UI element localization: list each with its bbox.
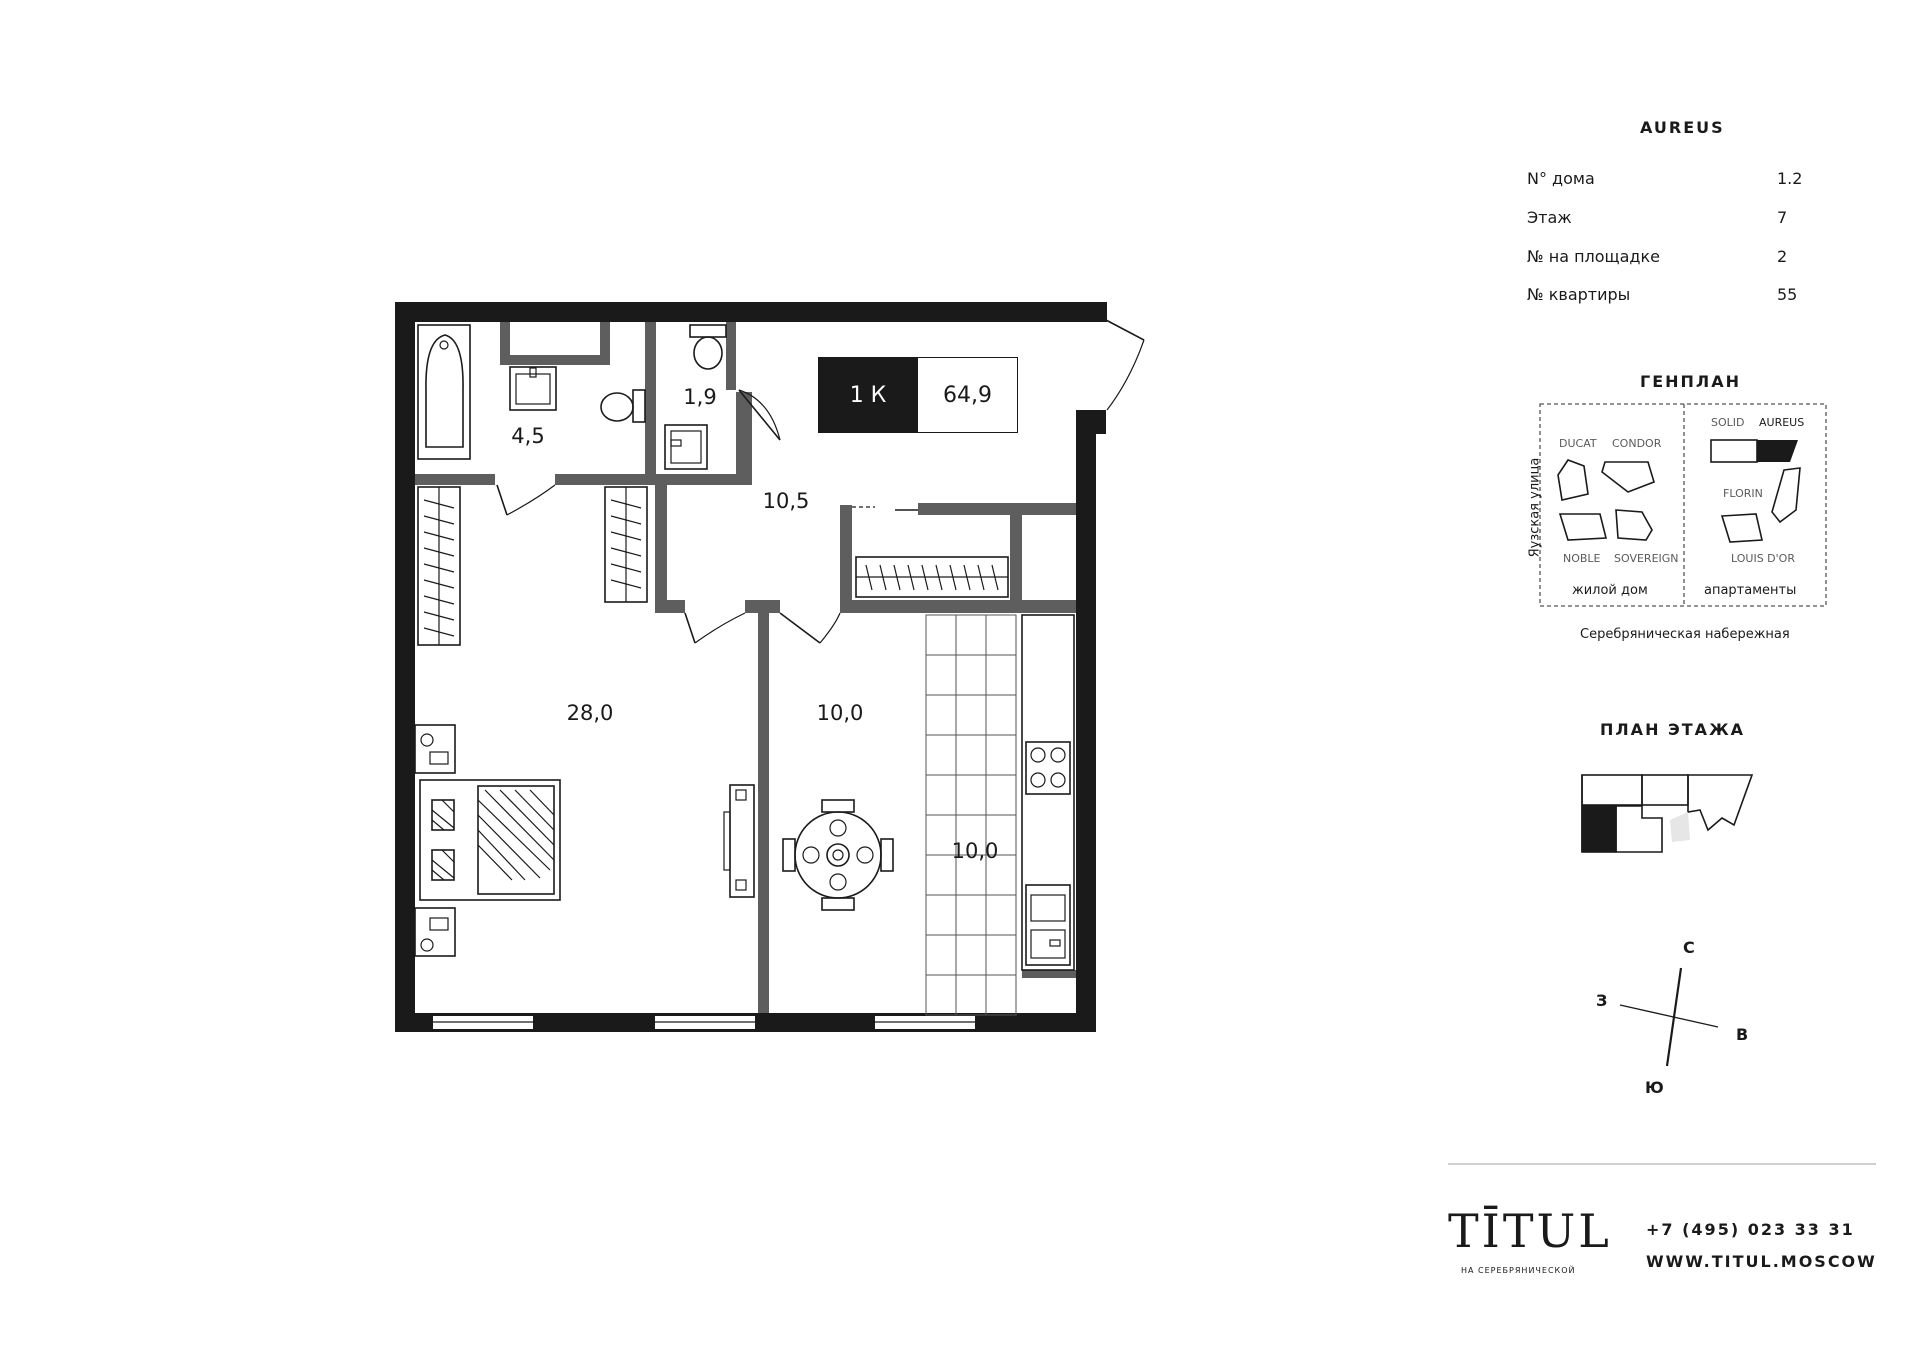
genplan-label-aureus: AUREUS xyxy=(1759,416,1805,429)
kitchen-tile xyxy=(925,774,957,816)
kitchen-tile xyxy=(925,694,957,736)
tv-stand xyxy=(723,784,755,898)
genplan-label-sovereign: SOVEREIGN xyxy=(1614,552,1679,565)
room-area-hall: 10,5 xyxy=(763,489,810,513)
genplan-condor-shape xyxy=(1601,461,1655,493)
kitchen-tile xyxy=(955,734,987,776)
info-label-floor: Этаж xyxy=(1527,208,1572,227)
dining-table xyxy=(782,799,894,911)
brand-logo: TĪTUL xyxy=(1448,1204,1612,1258)
room-area-kitchen: 10,0 xyxy=(952,839,999,863)
contact-phone: +7 (495) 023 33 31 xyxy=(1646,1220,1855,1239)
compass-east: В xyxy=(1736,1025,1749,1044)
apartment-area: 64,9 xyxy=(918,357,1018,433)
bathtub xyxy=(417,324,471,460)
kitchen-tile xyxy=(955,774,987,816)
kitchen-tile xyxy=(955,614,987,656)
wc-fixtures xyxy=(664,324,727,470)
genplan-embankment: Серебряническая набережная xyxy=(1580,627,1790,642)
info-value-floor: 7 xyxy=(1777,208,1788,227)
genplan-sovereign-shape xyxy=(1615,509,1653,541)
bed xyxy=(414,724,561,957)
kitchen-tile xyxy=(925,894,957,936)
kitchen-tile xyxy=(955,934,987,976)
floor-plan-title: ПЛАН ЭТАЖА xyxy=(1600,720,1746,739)
inner-walls xyxy=(415,322,1076,1013)
genplan-florin-shape xyxy=(1771,467,1801,524)
kitchen-tile xyxy=(985,894,1017,936)
room-area-dining: 10,0 xyxy=(817,701,864,725)
wardrobe-bedroom xyxy=(417,486,461,646)
apartment-badge: 1 К 64,9 xyxy=(818,357,1018,433)
info-value-apartment: 55 xyxy=(1777,285,1798,304)
wardrobe-closet xyxy=(855,556,1009,598)
room-area-wc: 1,9 xyxy=(683,385,716,409)
compass-north: С xyxy=(1683,938,1695,957)
interior-doors xyxy=(496,389,918,644)
wardrobe-hall xyxy=(604,486,648,603)
kitchen-tile xyxy=(955,654,987,696)
kitchen-tile xyxy=(985,654,1017,696)
genplan-label-solid: SOLID xyxy=(1711,416,1745,429)
info-label-landing: № на площадке xyxy=(1527,247,1660,266)
kitchen-tile xyxy=(925,614,957,656)
genplan-aureus-shape xyxy=(1757,440,1798,462)
bathroom-fixtures xyxy=(509,366,646,423)
entrance-door xyxy=(1105,319,1145,411)
genplan-caption-residential: жилой дом xyxy=(1572,583,1648,598)
kitchen-tile xyxy=(925,654,957,696)
genplan-label-condor: CONDOR xyxy=(1612,437,1662,450)
info-value-landing: 2 xyxy=(1777,247,1788,266)
compass xyxy=(1619,967,1719,1067)
kitchen-tile xyxy=(985,774,1017,816)
kitchen-tile xyxy=(985,934,1017,976)
genplan-noble-shape xyxy=(1558,513,1608,541)
genplan-map xyxy=(1539,403,1827,607)
kitchen-tiles xyxy=(925,614,1017,1016)
compass-south: Ю xyxy=(1645,1078,1664,1097)
genplan-label-noble: NOBLE xyxy=(1563,552,1601,565)
kitchen-tile xyxy=(955,974,987,1016)
kitchen-tile xyxy=(985,614,1017,656)
genplan-label-florin: FLORIN xyxy=(1723,487,1763,500)
brand-logo-subtitle: НА СЕРЕБРЯНИЧЕСКОЙ xyxy=(1461,1266,1576,1275)
genplan-street: Яузская улица xyxy=(1527,457,1543,558)
kitchen-tile xyxy=(925,974,957,1016)
kitchen-tile xyxy=(985,974,1017,1016)
compass-west: З xyxy=(1596,991,1608,1010)
kitchen-counter xyxy=(1021,614,1075,971)
apartment-type: 1 К xyxy=(818,357,918,433)
genplan-solid-shape xyxy=(1710,439,1758,463)
room-area-bedroom: 28,0 xyxy=(567,701,614,725)
kitchen-tile xyxy=(955,894,987,936)
contact-website: WWW.TITUL.MOSCOW xyxy=(1646,1252,1877,1271)
kitchen-tile xyxy=(985,734,1017,776)
kitchen-tile xyxy=(925,934,957,976)
genplan-label-ducat: DUCAT xyxy=(1559,437,1597,450)
info-label-apartment: № квартиры xyxy=(1527,285,1631,304)
kitchen-tile xyxy=(985,694,1017,736)
room-labels: 4,5 1,9 10,5 28,0 10,0 10,0 xyxy=(511,385,998,863)
genplan-caption-apartments: апартаменты xyxy=(1704,583,1797,598)
genplan-ducat-shape xyxy=(1557,459,1589,501)
windows xyxy=(433,1016,975,1029)
info-value-house: 1.2 xyxy=(1777,169,1803,188)
floor-plan-mini xyxy=(1581,774,1754,853)
genplan-louisdor-shape xyxy=(1720,513,1763,543)
genplan-label-louisdor: LOUIS D'OR xyxy=(1731,552,1795,565)
building-name: AUREUS xyxy=(1640,118,1725,137)
kitchen-tile xyxy=(925,734,957,776)
info-label-house: N° дома xyxy=(1527,169,1595,188)
kitchen-tile xyxy=(955,694,987,736)
room-area-bath: 4,5 xyxy=(511,424,544,448)
genplan-title: ГЕНПЛАН xyxy=(1640,372,1741,391)
